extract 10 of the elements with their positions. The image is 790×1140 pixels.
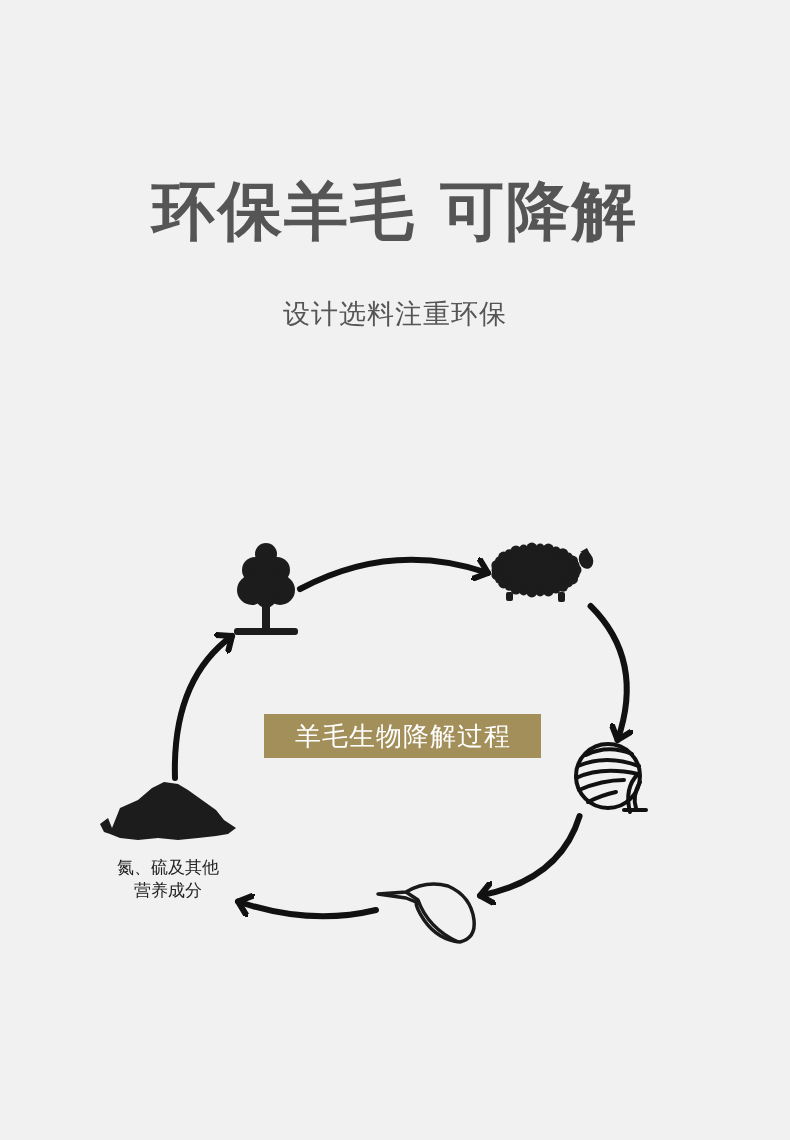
title: 环保羊毛 可降解	[149, 173, 640, 250]
curved-arrow	[235, 892, 379, 920]
title-banner	[264, 714, 541, 758]
curved-arrow	[171, 632, 235, 781]
subtitle: 设计选料注重环保	[283, 298, 507, 329]
banner-text: 羊毛生物降解过程	[294, 719, 511, 753]
node-label: 氮、硫及其他营养成分	[116, 856, 220, 902]
curved-arrow	[587, 603, 634, 743]
curved-arrow	[477, 813, 583, 906]
curved-arrow	[297, 556, 491, 592]
